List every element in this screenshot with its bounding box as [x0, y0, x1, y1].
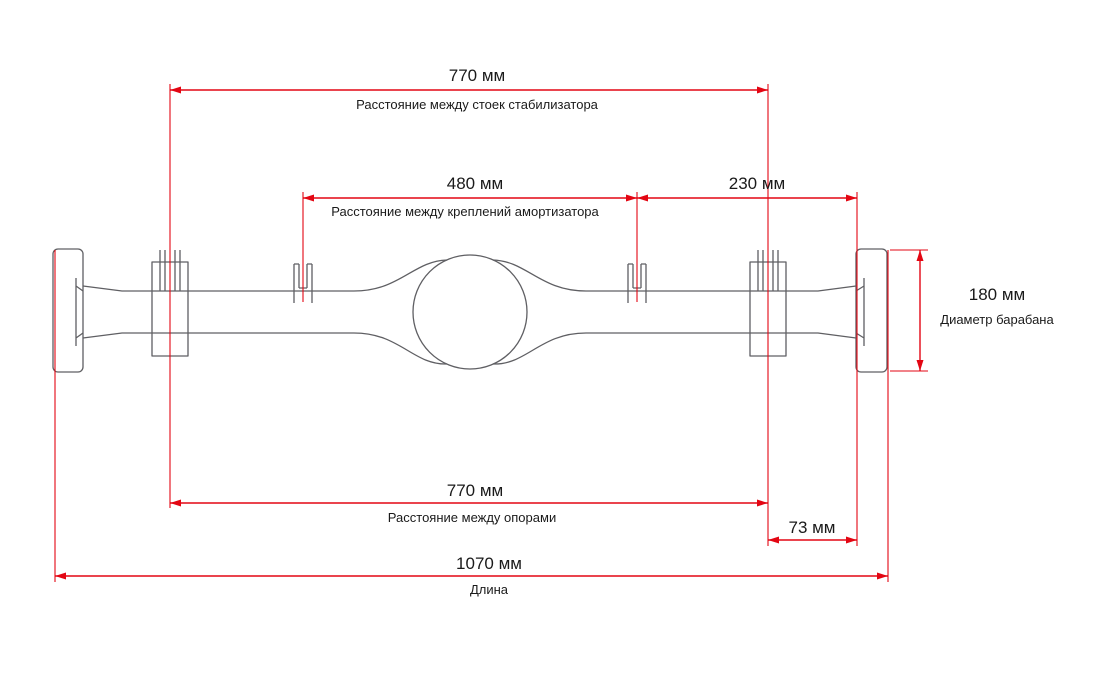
dim-shock-value: 480 мм: [447, 174, 503, 193]
dim-shock-label: Расстояние между креплений амортизатора: [331, 204, 599, 219]
dim-length-label: Длина: [470, 582, 509, 597]
dim-drum-diameter: 180 мм Диаметр барабана: [916, 250, 1054, 371]
dim-drum-diameter-value: 180 мм: [969, 285, 1025, 304]
axle-beam-outline: [82, 259, 857, 365]
dim-supports-label: Расстояние между опорами: [388, 510, 556, 525]
axle-drawing: [52, 248, 888, 373]
dim-supports-value: 770 мм: [447, 481, 503, 500]
extension-lines: [54, 84, 928, 582]
dim-stabilizer-label: Расстояние между стоек стабилизатора: [356, 97, 599, 112]
left-shock-bracket: [293, 263, 313, 303]
dim-supports: 770 мм Расстояние между опорами: [170, 481, 768, 525]
right-shock-bracket: [627, 263, 647, 303]
dim-length: 1070 мм Длина: [55, 554, 888, 597]
differential-housing: [412, 254, 528, 370]
dim-stabilizer-value: 770 мм: [449, 66, 505, 85]
dim-length-value: 1070 мм: [456, 554, 522, 573]
dim-drum-diameter-label: Диаметр барабана: [940, 312, 1054, 327]
left-stabilizer-studs: [159, 250, 181, 291]
dim-stabilizer: 770 мм Расстояние между стоек стабилизат…: [170, 66, 768, 112]
dim-shock-drum-value: 230 мм: [729, 174, 785, 193]
dim-shock-drum: 230 мм: [637, 174, 857, 202]
dim-support-drum: 73 мм: [768, 518, 857, 544]
dim-support-drum-value: 73 мм: [788, 518, 835, 537]
left-hub-flange: [75, 278, 84, 346]
right-brake-drum: [855, 248, 888, 373]
dim-shock: 480 мм Расстояние между креплений аморти…: [303, 174, 637, 219]
left-brake-drum: [52, 248, 84, 373]
right-stabilizer-studs: [757, 250, 779, 291]
